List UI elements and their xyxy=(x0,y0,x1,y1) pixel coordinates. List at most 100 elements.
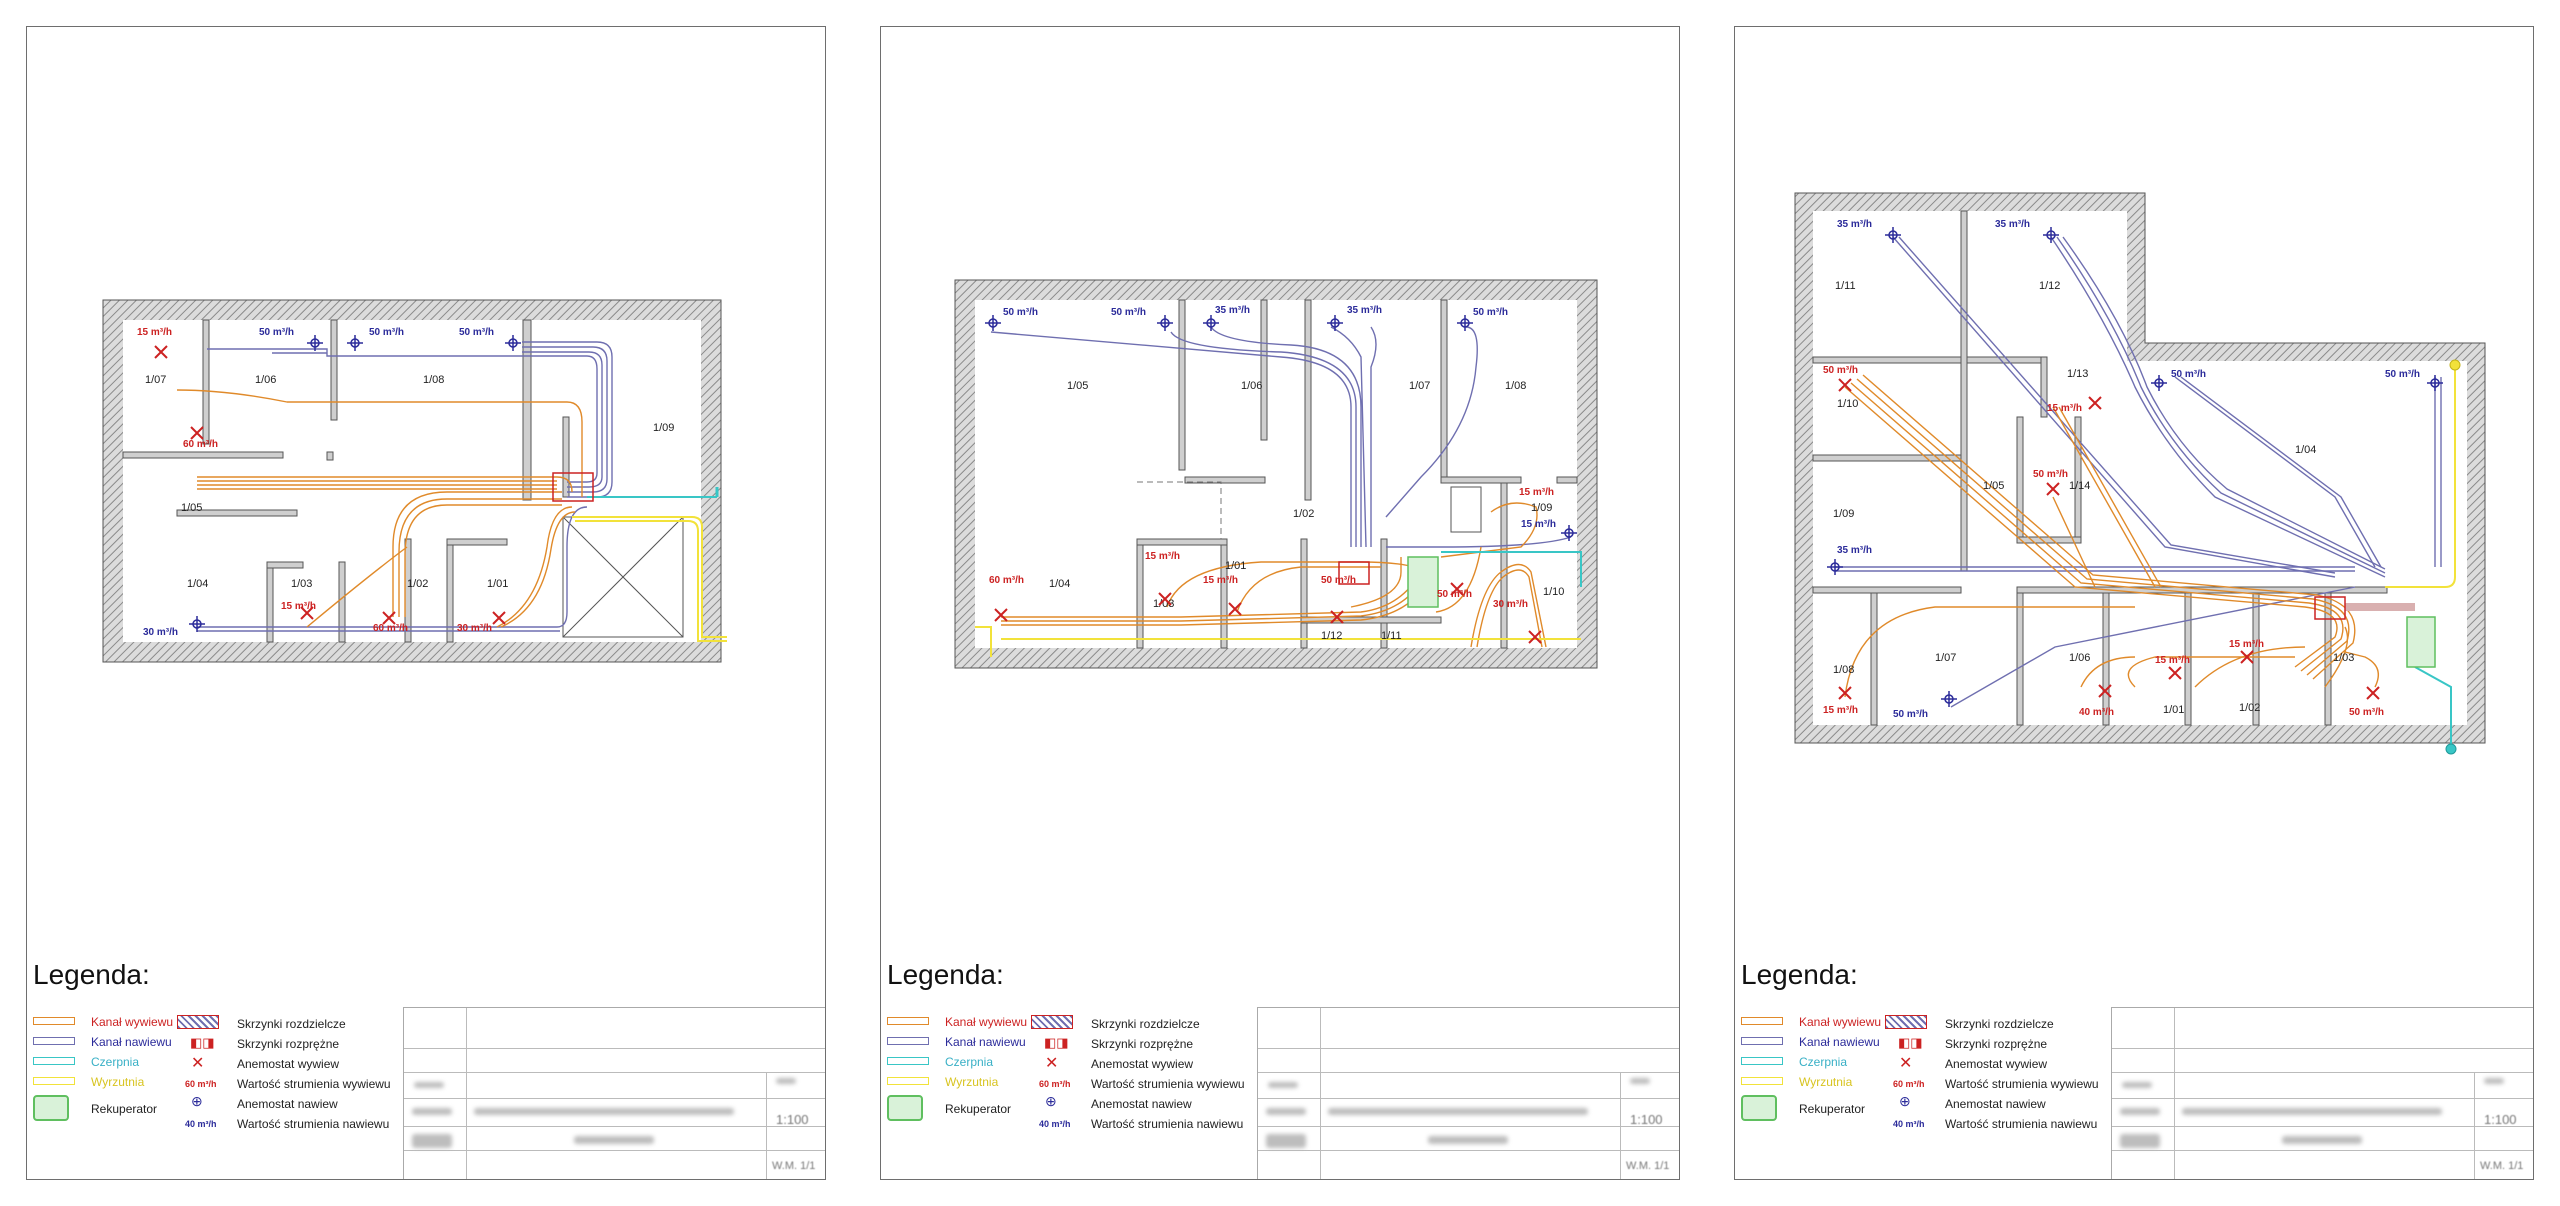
distribution-box-icon xyxy=(1031,1015,1073,1029)
legend-exhaust-duct: Kanał wywiewu xyxy=(1799,1015,1882,1029)
legend-supply-duct: Kanał nawiewu xyxy=(945,1035,1026,1049)
sheet-number: W.M. 1/1 xyxy=(1626,1160,1670,1172)
supply-flow-sample: 40 m³/h xyxy=(1893,1119,1925,1129)
title-block: 1:100 W.M. 1/1 xyxy=(1257,1007,1679,1179)
flow-label: 50 m³/h xyxy=(1321,575,1356,586)
supply-anemostat-icon: ⊕ xyxy=(1899,1093,1911,1109)
legend-outlet: Wyrzutnia xyxy=(1799,1075,1853,1089)
legend-exhaust-flow-value: Wartość strumienia wywiewu xyxy=(1091,1077,1245,1091)
scale-value: 1:100 xyxy=(2484,1112,2517,1127)
exhaust-anemostat-icon: ✕ xyxy=(1045,1055,1059,1072)
room-label: 1/08 xyxy=(1505,380,1526,392)
distribution-box-icon xyxy=(177,1015,219,1029)
flow-label: 35 m³/h xyxy=(1837,545,1872,556)
exhaust-anemostat-icon: ✕ xyxy=(1899,1055,1913,1072)
room-label: 1/07 xyxy=(1409,380,1430,392)
supply-flow-sample: 40 m³/h xyxy=(1039,1119,1071,1129)
legend-exhaust-flow-value: Wartość strumienia wywiewu xyxy=(237,1077,391,1091)
supply-duct-swatch xyxy=(1741,1037,1783,1045)
scale-value: 1:100 xyxy=(1630,1112,1663,1127)
room-label: 1/03 xyxy=(291,578,312,590)
interior-walls xyxy=(1136,299,1578,649)
recuperator-icon xyxy=(1741,1095,1777,1121)
room-label: 1/11 xyxy=(1835,280,1856,292)
exhaust-flow-sample: 60 m³/h xyxy=(1893,1079,1925,1089)
intake-outlet-ducts xyxy=(572,487,727,642)
exhaust-ducts xyxy=(1844,374,2379,698)
room-label: 1/05 xyxy=(1983,480,2004,492)
flow-label: 35 m³/h xyxy=(1837,219,1872,230)
expansion-box-icon: ◧◨ xyxy=(1044,1035,1069,1050)
legend-expansion-box: Skrzynki rozprężne xyxy=(1091,1037,1194,1051)
exhaust-duct-swatch xyxy=(1741,1017,1783,1025)
supply-duct-swatch xyxy=(33,1037,75,1045)
flow-label: 15 m³/h xyxy=(2047,403,2082,414)
flow-label: 15 m³/h xyxy=(2229,639,2264,650)
legend-title: Legenda: xyxy=(1741,959,1858,990)
flow-label: 50 m³/h xyxy=(1893,709,1928,720)
supply-ducts xyxy=(197,341,613,632)
legend-distribution-box: Skrzynki rozdzielcze xyxy=(1945,1017,2054,1031)
legend-exhaust-anemostat: Anemostat wywiew xyxy=(1091,1057,1194,1071)
room-label: 1/02 xyxy=(2239,702,2260,714)
supply-anemostat-icon xyxy=(985,315,1577,541)
distribution-box-icon xyxy=(1885,1015,1927,1029)
flow-label: 15 m³/h xyxy=(1823,705,1858,716)
legend-intake: Czerpnia xyxy=(91,1055,140,1069)
flow-label: 15 m³/h xyxy=(2155,655,2190,666)
flow-label: 50 m³/h xyxy=(1473,307,1508,318)
expansion-box-icon: ◧◨ xyxy=(190,1035,215,1050)
legend-supply-flow-value: Wartość strumienia nawiewu xyxy=(1091,1117,1244,1131)
legend-distribution-box: Skrzynki rozdzielcze xyxy=(237,1017,346,1031)
scale-value: 1:100 xyxy=(776,1112,809,1127)
intake-swatch xyxy=(1741,1057,1783,1065)
room-label: 1/04 xyxy=(187,578,208,590)
flow-label: 50 m³/h xyxy=(369,327,404,338)
flow-label: 50 m³/h xyxy=(2385,369,2420,380)
room-label: 1/06 xyxy=(1241,380,1262,392)
legend-recuperator: Rekuperator xyxy=(1799,1102,1866,1116)
legend-title: Legenda: xyxy=(33,959,150,990)
legend-outlet: Wyrzutnia xyxy=(945,1075,999,1089)
flow-label: 50 m³/h xyxy=(1437,589,1472,600)
room-label: 1/02 xyxy=(407,578,428,590)
legend-expansion-box: Skrzynki rozprężne xyxy=(237,1037,340,1051)
drawing-sheet-1: 1/07 1/06 1/08 1/09 1/05 1/04 1/03 1/02 … xyxy=(26,26,826,1180)
flow-label: 30 m³/h xyxy=(143,627,178,638)
flow-label: 60 m³/h xyxy=(183,439,218,450)
supply-ducts xyxy=(1835,236,2442,708)
recuperator-icon xyxy=(1407,556,1439,608)
room-label: 1/10 xyxy=(1543,586,1564,598)
legend-supply-flow-value: Wartość strumienia nawiewu xyxy=(1945,1117,2098,1131)
legend-supply-duct: Kanał nawiewu xyxy=(1799,1035,1880,1049)
intake-outlet-ducts xyxy=(975,551,1582,657)
distribution-box xyxy=(1338,561,1370,585)
legend-intake: Czerpnia xyxy=(945,1055,994,1069)
flow-label: 30 m³/h xyxy=(1493,599,1528,610)
room-label: 1/12 xyxy=(1321,630,1342,642)
exhaust-anemostat-icon xyxy=(994,582,1542,644)
legend-supply-anemostat: Anemostat nawiew xyxy=(237,1097,338,1111)
supply-anemostat-icon xyxy=(189,335,521,632)
room-label: 1/03 xyxy=(2333,652,2354,664)
flow-label: 15 m³/h xyxy=(1145,551,1180,562)
recuperator-icon xyxy=(2406,616,2436,668)
drawing-sheet-3: 1/11 1/12 1/13 1/10 1/04 1/05 1/14 1/09 … xyxy=(1734,26,2534,1180)
legend-expansion-box: Skrzynki rozprężne xyxy=(1945,1037,2048,1051)
floor-plan-2: 1/05 1/06 1/07 1/08 1/02 1/09 1/04 1/03 … xyxy=(954,279,1598,669)
flow-label: 40 m³/h xyxy=(2079,707,2114,718)
outlet-swatch xyxy=(1741,1077,1783,1085)
legend-exhaust-duct: Kanał wywiewu xyxy=(91,1015,174,1029)
room-label: 1/04 xyxy=(2295,444,2316,456)
legend-title: Legenda: xyxy=(887,959,1004,990)
flow-label: 15 m³/h xyxy=(281,601,316,612)
room-label: 1/06 xyxy=(255,374,276,386)
supply-anemostat-icon: ⊕ xyxy=(1045,1093,1057,1109)
room-label: 1/01 xyxy=(487,578,508,590)
intake-outlet-ducts xyxy=(2345,359,2461,755)
room-label: 1/09 xyxy=(1531,502,1552,514)
flow-label: 50 m³/h xyxy=(259,327,294,338)
room-label: 1/14 xyxy=(2069,480,2090,492)
legend-recuperator: Rekuperator xyxy=(945,1102,1012,1116)
room-label: 1/08 xyxy=(423,374,444,386)
